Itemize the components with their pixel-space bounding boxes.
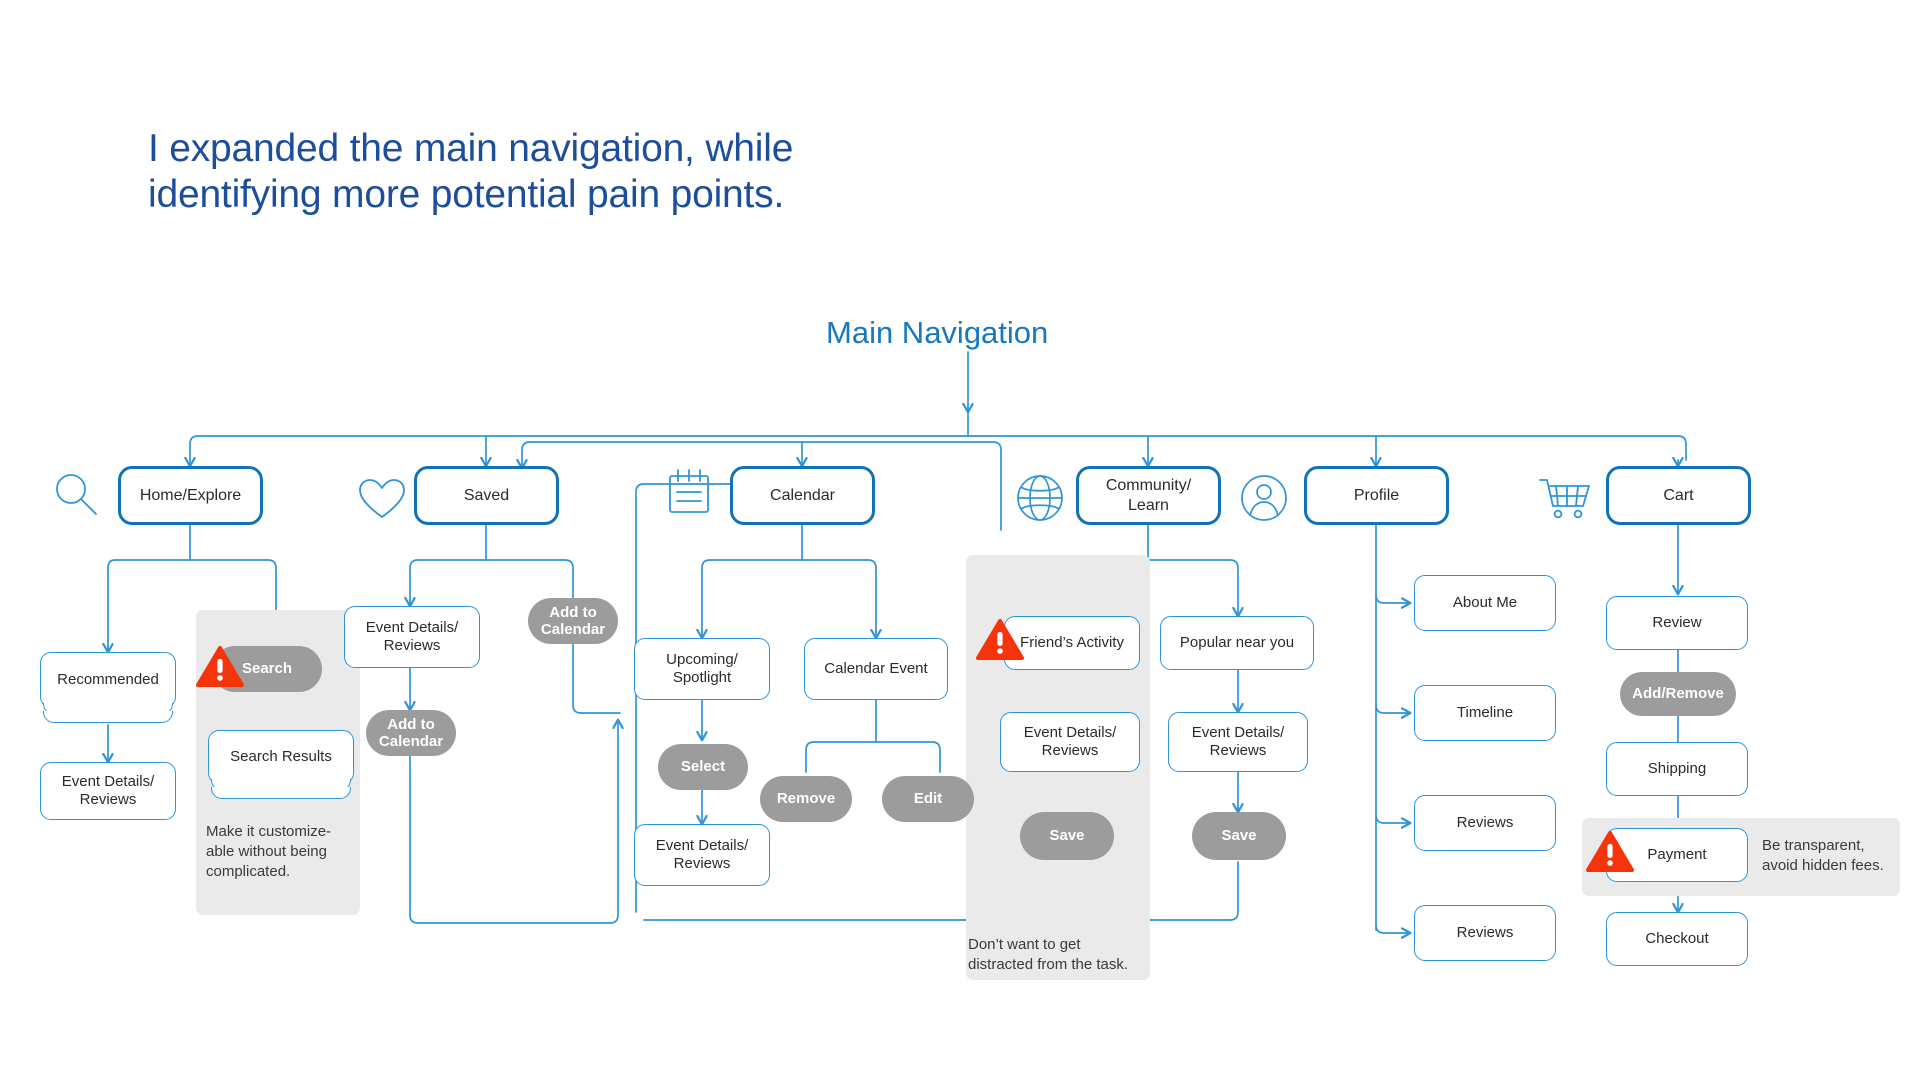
note-line: complicated.	[206, 862, 291, 880]
action-save-friends[interactable]: Save	[1020, 812, 1114, 860]
node-label: Spotlight	[672, 669, 732, 686]
node-label: Event Details/	[61, 773, 155, 790]
action-remove[interactable]: Remove	[760, 776, 852, 822]
page-title: I expanded the main navigation, while id…	[148, 126, 1048, 218]
note-community-pain-point: Don’t want to get distracted from the ta…	[968, 935, 1178, 975]
node-profile-reviews-2[interactable]: Reviews	[1414, 905, 1556, 961]
node-label: Review	[1652, 614, 1702, 631]
heart-icon	[358, 478, 406, 525]
node-label: Popular near you	[1179, 634, 1295, 651]
node-cart[interactable]: Cart	[1606, 466, 1751, 525]
node-label: Event Details/	[655, 837, 749, 854]
main-navigation-label: Main Navigation	[826, 315, 1049, 350]
node-calendar-event-details[interactable]: Event Details/ Reviews	[634, 824, 770, 886]
node-popular-near-you[interactable]: Popular near you	[1160, 616, 1314, 670]
node-shipping[interactable]: Shipping	[1606, 742, 1748, 796]
warning-icon-friends-activity	[976, 618, 1024, 667]
node-calendar[interactable]: Calendar	[730, 466, 875, 525]
action-label: Remove	[776, 790, 836, 808]
cart-icon	[1538, 476, 1594, 527]
node-label: Timeline	[1456, 704, 1514, 721]
note-line: able without being	[206, 842, 327, 860]
node-label: Saved	[463, 486, 510, 504]
node-review[interactable]: Review	[1606, 596, 1748, 650]
node-timeline[interactable]: Timeline	[1414, 685, 1556, 741]
node-popular-event-details[interactable]: Event Details/ Reviews	[1168, 712, 1308, 772]
action-save-popular[interactable]: Save	[1192, 812, 1286, 860]
note-line: Be transparent,	[1762, 837, 1865, 854]
note-line: distracted from the task.	[968, 955, 1129, 973]
node-label: Calendar	[770, 486, 835, 504]
page-title-line-2: identifying more potential pain points.	[148, 173, 785, 217]
warning-icon-search	[196, 645, 244, 694]
node-payment[interactable]: Payment	[1606, 828, 1748, 882]
action-label: Search	[241, 660, 293, 678]
node-label: Payment	[1647, 846, 1707, 863]
node-label: Shipping	[1647, 760, 1707, 777]
action-label: Add to	[387, 715, 435, 733]
action-label: Calendar	[378, 733, 444, 750]
node-friends-activity[interactable]: Friend’s Activity	[1004, 616, 1140, 670]
action-label: Edit	[913, 790, 943, 808]
action-add-to-calendar-saved-root[interactable]: Add to Calendar	[528, 598, 618, 644]
node-label: Community/	[1105, 477, 1192, 495]
node-search-results[interactable]: Search Results	[208, 730, 354, 799]
node-label: Event Details/	[365, 619, 459, 636]
node-saved-event-details[interactable]: Event Details/ Reviews	[344, 606, 480, 668]
action-label: Save	[1221, 827, 1257, 845]
node-label: Upcoming/	[666, 651, 738, 668]
node-about-me[interactable]: About Me	[1414, 575, 1556, 631]
node-checkout[interactable]: Checkout	[1606, 912, 1748, 966]
node-label: Home/Explore	[139, 486, 242, 504]
person-icon	[1240, 474, 1288, 527]
note-line: Don’t want to get	[968, 936, 1081, 953]
action-label: Select	[680, 758, 726, 776]
globe-icon	[1016, 474, 1064, 527]
node-profile[interactable]: Profile	[1304, 466, 1449, 525]
action-label: Save	[1049, 827, 1085, 845]
note-line: avoid hidden fees.	[1762, 856, 1884, 874]
node-label: Reviews	[1209, 742, 1267, 759]
node-label: Profile	[1353, 486, 1400, 504]
action-label: Add to	[549, 603, 597, 621]
action-edit[interactable]: Edit	[882, 776, 974, 822]
node-label: About Me	[1452, 594, 1518, 611]
node-label: Calendar Event	[824, 660, 928, 677]
node-label: Reviews	[1456, 814, 1514, 831]
action-label: Calendar	[540, 621, 606, 638]
warning-icon-payment	[1586, 830, 1634, 879]
node-label: Checkout	[1645, 930, 1709, 947]
note-line: Make it customize-	[206, 823, 332, 840]
node-label: Reviews	[1041, 742, 1099, 759]
page-title-line-1: I expanded the main navigation, while	[148, 127, 794, 170]
node-recommended[interactable]: Recommended	[40, 652, 176, 723]
node-upcoming-spotlight[interactable]: Upcoming/ Spotlight	[634, 638, 770, 700]
node-community-learn[interactable]: Community/ Learn	[1076, 466, 1221, 525]
node-label: Friend’s Activity	[1020, 634, 1124, 651]
node-label: Learn	[1128, 496, 1169, 514]
node-friends-event-details[interactable]: Event Details/ Reviews	[1000, 712, 1140, 772]
action-add-remove[interactable]: Add/Remove	[1620, 672, 1736, 716]
node-label: Search Results	[230, 748, 332, 765]
node-label: Reviews	[1456, 924, 1514, 941]
node-saved[interactable]: Saved	[414, 466, 559, 525]
node-label: Event Details/	[1191, 724, 1285, 741]
node-label: Event Details/	[1023, 724, 1117, 741]
node-home-event-details[interactable]: Event Details/ Reviews	[40, 762, 176, 820]
node-home-explore[interactable]: Home/Explore	[118, 466, 263, 525]
node-label: Cart	[1663, 486, 1694, 504]
search-icon	[54, 472, 100, 523]
action-select[interactable]: Select	[658, 744, 748, 790]
node-label: Recommended	[57, 671, 159, 688]
action-add-to-calendar-saved-details[interactable]: Add to Calendar	[366, 710, 456, 756]
node-label: Reviews	[79, 791, 137, 808]
node-calendar-event[interactable]: Calendar Event	[804, 638, 948, 700]
node-label: Reviews	[383, 637, 441, 654]
note-payment-pain-point: Be transparent, avoid hidden fees.	[1762, 836, 1920, 876]
calendar-icon	[667, 468, 711, 523]
node-profile-reviews-1[interactable]: Reviews	[1414, 795, 1556, 851]
node-label: Reviews	[673, 855, 731, 872]
action-label: Add/Remove	[1632, 685, 1724, 703]
note-search-pain-point: Make it customize- able without being co…	[206, 822, 364, 881]
